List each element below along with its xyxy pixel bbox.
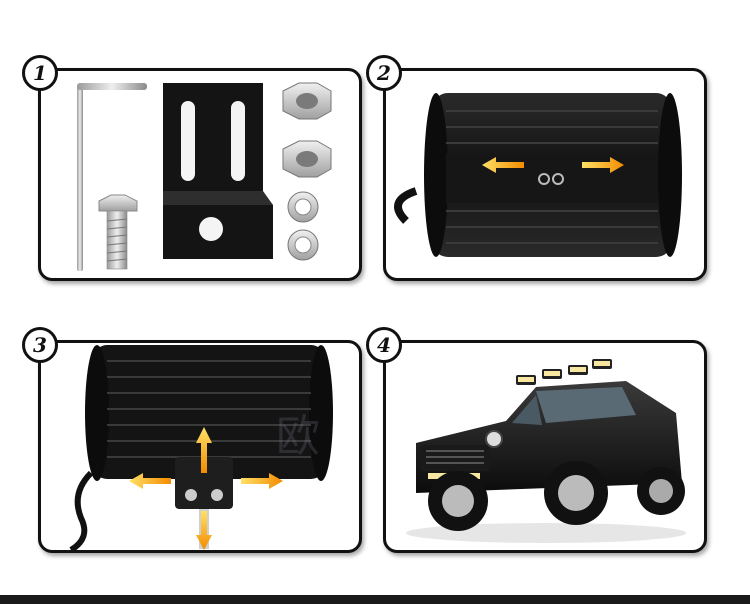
hex-key-icon bbox=[77, 83, 147, 271]
bottom-bar bbox=[0, 595, 750, 604]
step-badge-2: 2 bbox=[366, 55, 402, 91]
arrow-right-icon bbox=[241, 473, 283, 489]
panel-lamp-bracket-view bbox=[38, 340, 362, 553]
panel-vehicle-installed bbox=[383, 340, 707, 553]
hex-nut-icon bbox=[282, 82, 332, 120]
arrow-right-icon bbox=[582, 157, 624, 173]
arrow-up-icon bbox=[196, 427, 212, 473]
step-badge-1: 1 bbox=[22, 55, 58, 91]
panel-mounting-hardware bbox=[38, 68, 362, 281]
arrow-down-icon bbox=[196, 511, 212, 550]
arrow-left-icon bbox=[482, 157, 524, 173]
hex-nut-icon bbox=[282, 140, 332, 178]
washer-icon bbox=[287, 191, 319, 223]
vehicle-icon bbox=[406, 359, 686, 543]
lamp-body-icon bbox=[394, 93, 682, 257]
lamp-body-icon bbox=[69, 345, 333, 550]
roof-light-icon bbox=[516, 359, 612, 385]
panel-lamp-rear-view bbox=[383, 68, 707, 281]
step-badge-3: 3 bbox=[22, 327, 58, 363]
bolt-icon bbox=[98, 194, 138, 270]
mounting-bracket-icon bbox=[163, 83, 273, 259]
arrow-left-icon bbox=[129, 473, 171, 489]
step-badge-4: 4 bbox=[366, 327, 402, 363]
watermark: 欧 bbox=[276, 411, 320, 462]
washer-icon bbox=[287, 229, 319, 261]
